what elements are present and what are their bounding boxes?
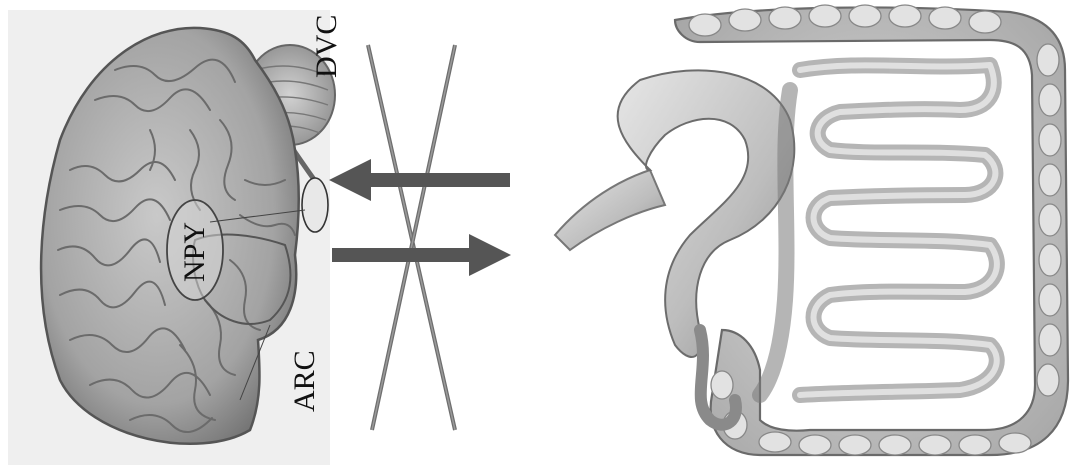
brain-panel bbox=[8, 10, 335, 465]
dvc-region-oval bbox=[302, 178, 328, 232]
label-npy: NPY bbox=[180, 222, 210, 282]
gut-illustration bbox=[555, 5, 1068, 455]
small-intestine bbox=[760, 65, 997, 395]
stomach bbox=[618, 70, 795, 357]
crossed-lines bbox=[368, 45, 455, 430]
label-arc: ARC bbox=[290, 350, 320, 412]
esophagus bbox=[555, 170, 665, 250]
label-dvc: DVC bbox=[312, 15, 342, 78]
signal-arrows bbox=[332, 180, 510, 255]
